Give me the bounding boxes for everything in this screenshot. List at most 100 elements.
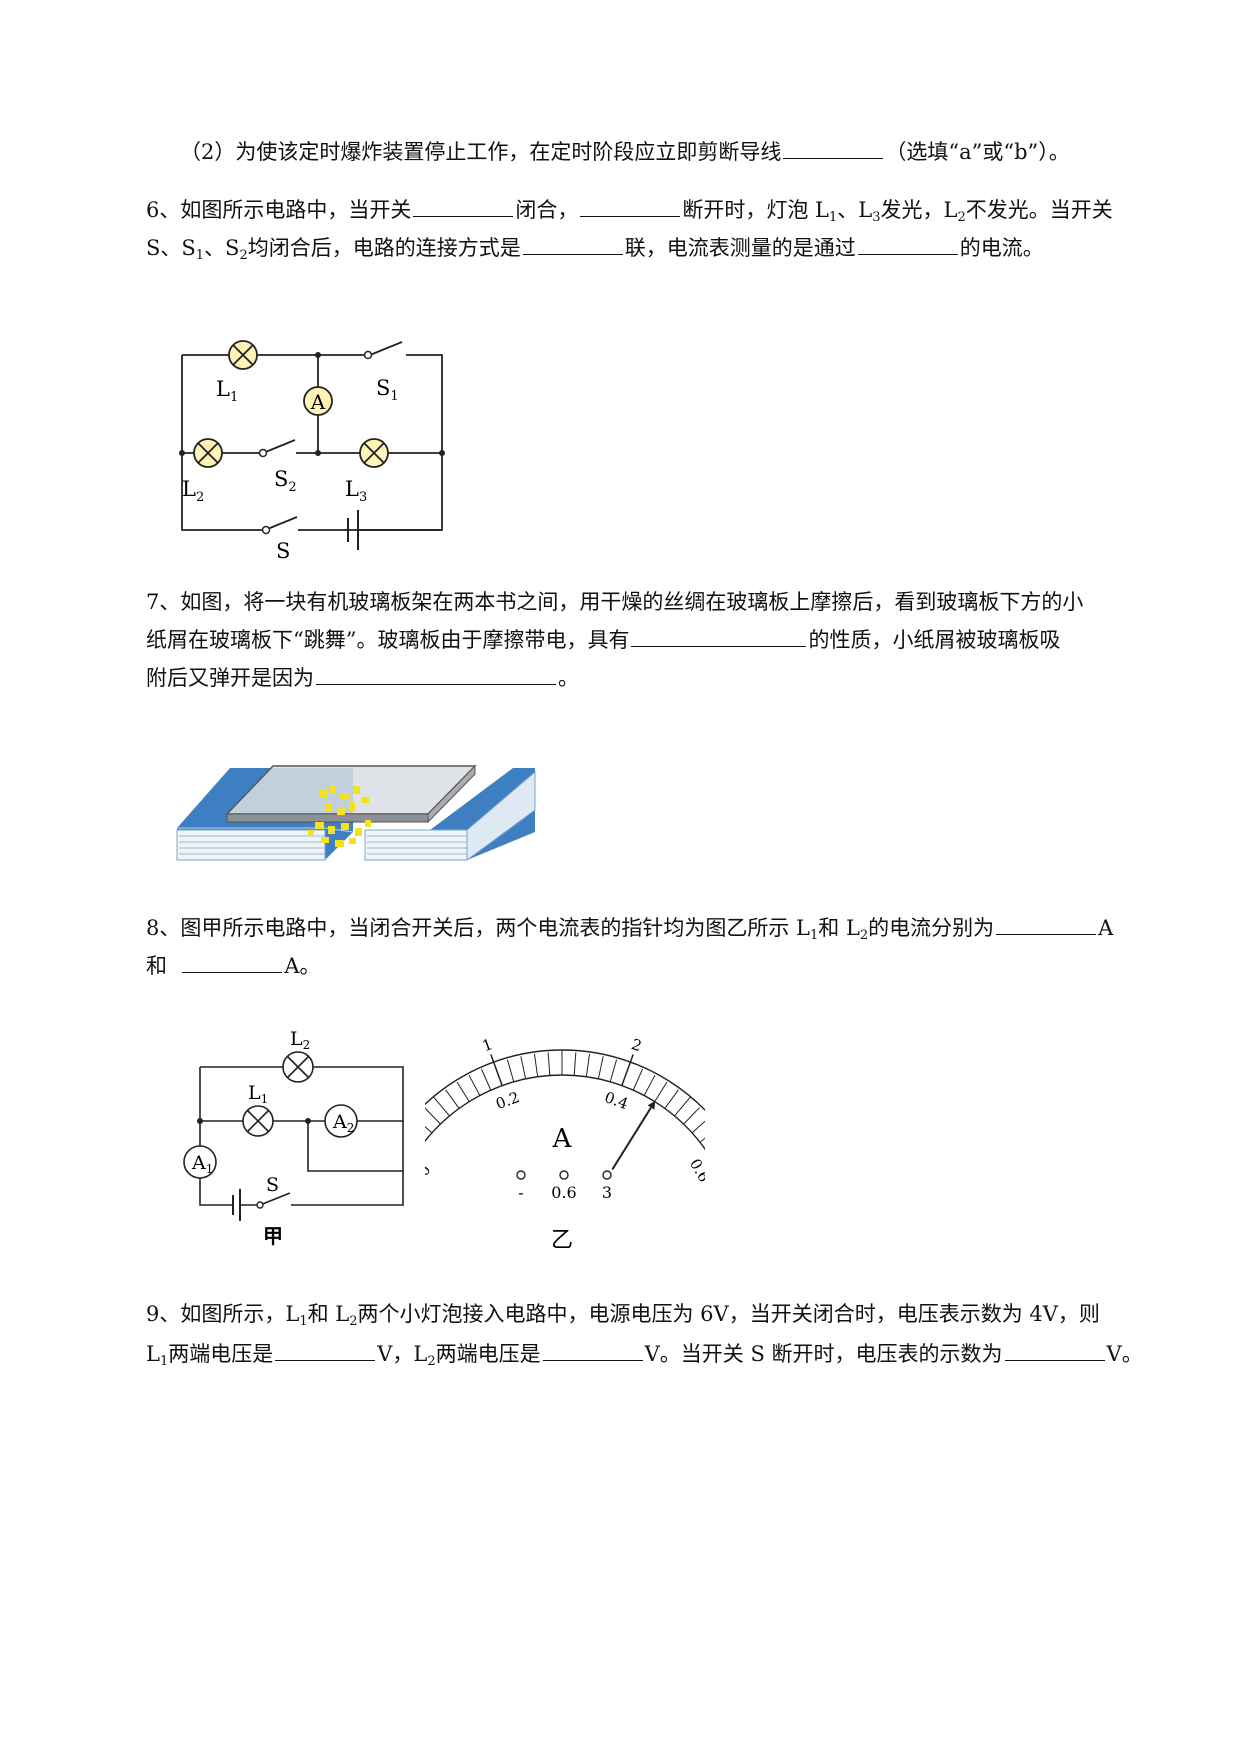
subscript: 2 <box>239 248 248 263</box>
dial-lower-tick-label: 0.2 <box>493 1088 522 1113</box>
dial-tick <box>609 1059 618 1082</box>
q6-text: 断开时，灯泡 L <box>682 198 829 222</box>
dial-pointer-head <box>647 1100 656 1110</box>
q7-line3: 附后又弹开是因为。 <box>146 662 1156 694</box>
label-S1: S1 <box>376 376 399 404</box>
dial-lower-tick-label: 0.4 <box>602 1088 631 1113</box>
dial-tick <box>621 1054 634 1086</box>
lamp-L2-icon <box>282 1051 314 1083</box>
answer-blank[interactable] <box>316 664 556 685</box>
label-S: S <box>266 1174 279 1196</box>
dial-tick <box>683 1107 700 1125</box>
subscript: 2 <box>427 1354 436 1369</box>
q7-text: 。 <box>558 666 579 690</box>
ammeter-icon: A <box>303 386 333 416</box>
lamp-L3-icon <box>359 438 389 468</box>
caption-yi: 乙 <box>551 1228 573 1253</box>
q6-text: 6、如图所示电路中，当开关 <box>146 198 412 222</box>
subscript: 2 <box>349 1314 358 1329</box>
q9-text: L <box>146 1342 160 1366</box>
caption-jia: 甲 <box>263 1224 283 1248</box>
answer-blank[interactable] <box>580 196 681 217</box>
q9-text: 9、如图所示，L <box>146 1302 300 1326</box>
dial-tick <box>654 1081 668 1102</box>
q6-text: 的电流。 <box>959 236 1044 260</box>
answer-blank[interactable] <box>783 138 884 159</box>
terminal-label: 3 <box>602 1183 612 1202</box>
answer-blank[interactable] <box>631 626 807 647</box>
terminal-3[interactable]: 3 <box>602 1170 612 1202</box>
subscript: 1 <box>809 928 819 943</box>
dial-tick <box>456 1081 470 1102</box>
dial-arc-line <box>425 1074 705 1151</box>
answer-blank[interactable] <box>996 914 1097 935</box>
label-L2: L2 <box>290 1028 310 1052</box>
subscript: 3 <box>872 210 881 225</box>
lamp-L1-icon <box>228 340 258 370</box>
q6-text: 闭合， <box>515 198 579 222</box>
q9-text: V。当开关 S 断开时，电压表的示数为 <box>644 1342 1003 1366</box>
q8-text: A。 <box>284 954 321 978</box>
q6-circuit-diagram: A L1 L2 L3 S1 S2 S <box>179 340 445 560</box>
q8-line2: 和 A。 <box>146 950 1156 982</box>
dial-upper-tick-label: 2 <box>629 1035 644 1055</box>
dial-tick <box>468 1074 481 1096</box>
q6-text: 不发光。当开关 <box>965 198 1113 222</box>
q5-part2: （2）为使该定时爆炸装置停止工作，在定时阶段应立即剪断导线（选填“a”或“b”）… <box>180 136 1190 168</box>
dial-tick <box>445 1089 460 1109</box>
q8-line1: 8、图甲所示电路中，当闭合开关后，两个电流表的指针均为图乙所示 L1和 L2的电… <box>146 912 1156 952</box>
q8-jia-circuit-diagram: A2 A1 L2 L1 S 甲 <box>183 1028 404 1248</box>
ammeter-A2-icon: A2 <box>324 1104 358 1138</box>
q6-text: 均闭合后，电路的连接方式是 <box>247 236 521 260</box>
dial-tick <box>664 1089 679 1109</box>
dial-tick <box>547 1052 551 1076</box>
dial-tick <box>481 1068 492 1091</box>
terminal-negative[interactable]: - <box>516 1170 526 1202</box>
dial-tick <box>585 1053 591 1077</box>
q7-line2: 纸屑在玻璃板下“跳舞”。玻璃板由于摩擦带电，具有的性质，小纸屑被玻璃板吸 <box>146 624 1156 656</box>
dial-pointer <box>611 1106 652 1170</box>
lamp-L1-icon <box>242 1105 274 1137</box>
dial-tick <box>425 1107 441 1125</box>
q8-text: 的电流分别为 <box>868 916 995 940</box>
q8-text: 和 <box>146 954 167 978</box>
dial-lower-tick-label: 0.6 <box>686 1156 705 1186</box>
label-L3: L3 <box>345 477 367 505</box>
q7-text: 的性质，小纸屑被玻璃板吸 <box>808 628 1061 652</box>
dial-tick <box>643 1074 656 1096</box>
dial-scale <box>425 1049 705 1151</box>
answer-blank[interactable] <box>542 1340 643 1361</box>
answer-blank[interactable] <box>1004 1340 1105 1361</box>
dial-tick <box>425 1125 433 1134</box>
q9-text: 和 L <box>307 1302 350 1326</box>
q8-yi-ammeter-dial: 012300.20.40.6 A - 0.6 3 乙 <box>425 1035 705 1253</box>
subscript: 1 <box>829 210 838 225</box>
q8-text: A <box>1098 916 1114 940</box>
ammeter-label: A <box>310 390 326 414</box>
answer-blank[interactable] <box>413 196 514 217</box>
paper-scraps-icon <box>308 785 371 847</box>
label-L2: L2 <box>182 477 204 505</box>
terminal-0.6[interactable]: 0.6 <box>551 1170 577 1202</box>
q6-line2: S、S1、S2均闭合后，电路的连接方式是联，电流表测量的是通过的电流。 <box>146 232 1156 272</box>
dial-tick <box>520 1056 527 1079</box>
q8-text: 和 L <box>818 916 860 940</box>
label-S: S <box>276 539 290 560</box>
answer-blank[interactable] <box>857 234 958 255</box>
lamp-L2-icon <box>193 438 223 468</box>
dial-tick <box>573 1052 577 1076</box>
q7-glass-plate-figure <box>176 764 536 861</box>
subscript: 1 <box>299 1314 308 1329</box>
dial-tick <box>674 1096 691 1117</box>
q5-part2-text: （2）为使该定时爆炸装置停止工作，在定时阶段应立即剪断导线 <box>180 140 782 164</box>
dial-tick <box>533 1053 539 1077</box>
answer-blank[interactable] <box>275 1340 376 1361</box>
answer-blank[interactable] <box>182 952 283 973</box>
q6-text: 发光，L <box>880 198 958 222</box>
q9-text: 两端电压是 <box>435 1342 541 1366</box>
q6-text: 、L <box>837 198 873 222</box>
answer-blank[interactable] <box>522 234 623 255</box>
q9-text: 两端电压是 <box>168 1342 274 1366</box>
